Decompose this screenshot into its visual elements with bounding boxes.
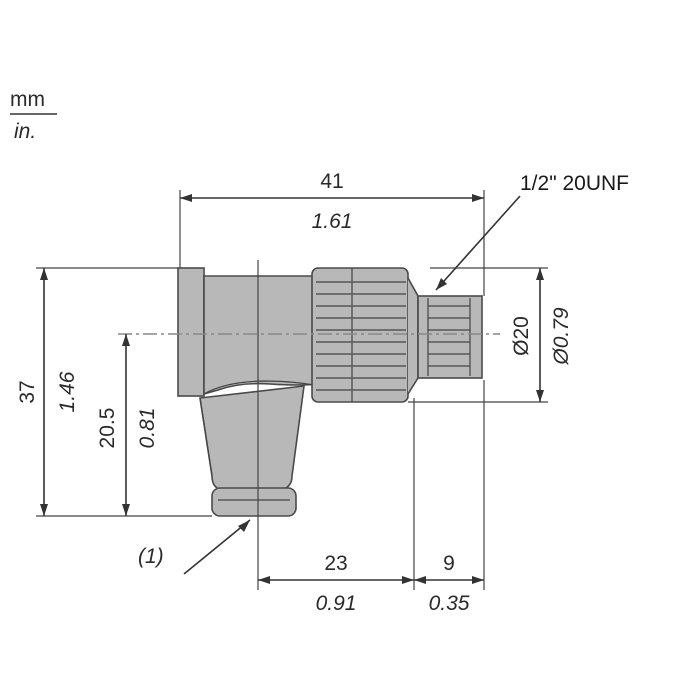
height-in: 1.46 xyxy=(56,371,79,412)
arrow-top xyxy=(40,268,48,280)
arrow-top xyxy=(536,268,544,280)
cable-gland xyxy=(211,487,297,517)
nut-to-cable-mm: 23 xyxy=(324,552,347,575)
housing-contour xyxy=(203,380,319,395)
arrow-bottom xyxy=(122,504,130,516)
arrow-bottom xyxy=(536,390,544,402)
dim-overall-width: 41 1.61 xyxy=(179,170,485,296)
arrow-left xyxy=(258,576,270,584)
connector-body xyxy=(177,260,483,520)
thread-label: 1/2" 20UNF xyxy=(520,172,629,195)
width-in: 1.61 xyxy=(312,210,353,233)
arrow-right xyxy=(472,576,484,584)
width-mm: 41 xyxy=(320,170,343,193)
leader-arrow xyxy=(436,278,447,290)
nut-to-cable-in: 0.91 xyxy=(316,592,357,615)
thread-callout: 1/2" 20UNF xyxy=(435,172,629,291)
thread-lines xyxy=(427,298,471,376)
arrow-bottom xyxy=(40,504,48,516)
unit-mm: mm xyxy=(10,88,45,111)
nut-chamfer xyxy=(407,277,419,395)
cable-note-callout: (1) xyxy=(138,519,251,575)
leader-line xyxy=(435,195,521,291)
unit-in: in. xyxy=(14,120,36,143)
cable-note-label: (1) xyxy=(138,545,164,568)
boot-edge xyxy=(199,397,213,477)
arrow-left xyxy=(180,194,192,202)
arrow-mid-right xyxy=(414,576,426,584)
diameter-mm: Ø20 xyxy=(510,316,533,356)
arrow-top xyxy=(122,334,130,346)
housing xyxy=(203,275,319,396)
height-mm: 37 xyxy=(16,380,39,403)
diameter-in: Ø0.79 xyxy=(550,307,573,366)
axis-mm: 20.5 xyxy=(96,408,119,449)
knurled-nut xyxy=(311,267,409,403)
thread-length-in: 0.35 xyxy=(429,592,470,615)
rear-cap xyxy=(177,267,205,397)
arrow-mid-left xyxy=(402,576,414,584)
dim-axis-height: 20.5 0.81 xyxy=(96,334,159,516)
arrow-right xyxy=(472,194,484,202)
dim-overall-height: 37 1.46 xyxy=(16,267,212,517)
units-legend: mm in. xyxy=(10,88,57,143)
dim-diameter: Ø20 Ø0.79 xyxy=(408,267,573,403)
axis-in: 0.81 xyxy=(136,408,159,449)
leader-arrow xyxy=(238,520,250,532)
knurl-ribs xyxy=(316,281,406,391)
leader-line xyxy=(183,519,251,575)
thread-length-mm: 9 xyxy=(443,552,455,575)
cable-boot xyxy=(199,385,305,491)
dim-bottom: 23 0.91 9 0.35 xyxy=(257,380,485,615)
